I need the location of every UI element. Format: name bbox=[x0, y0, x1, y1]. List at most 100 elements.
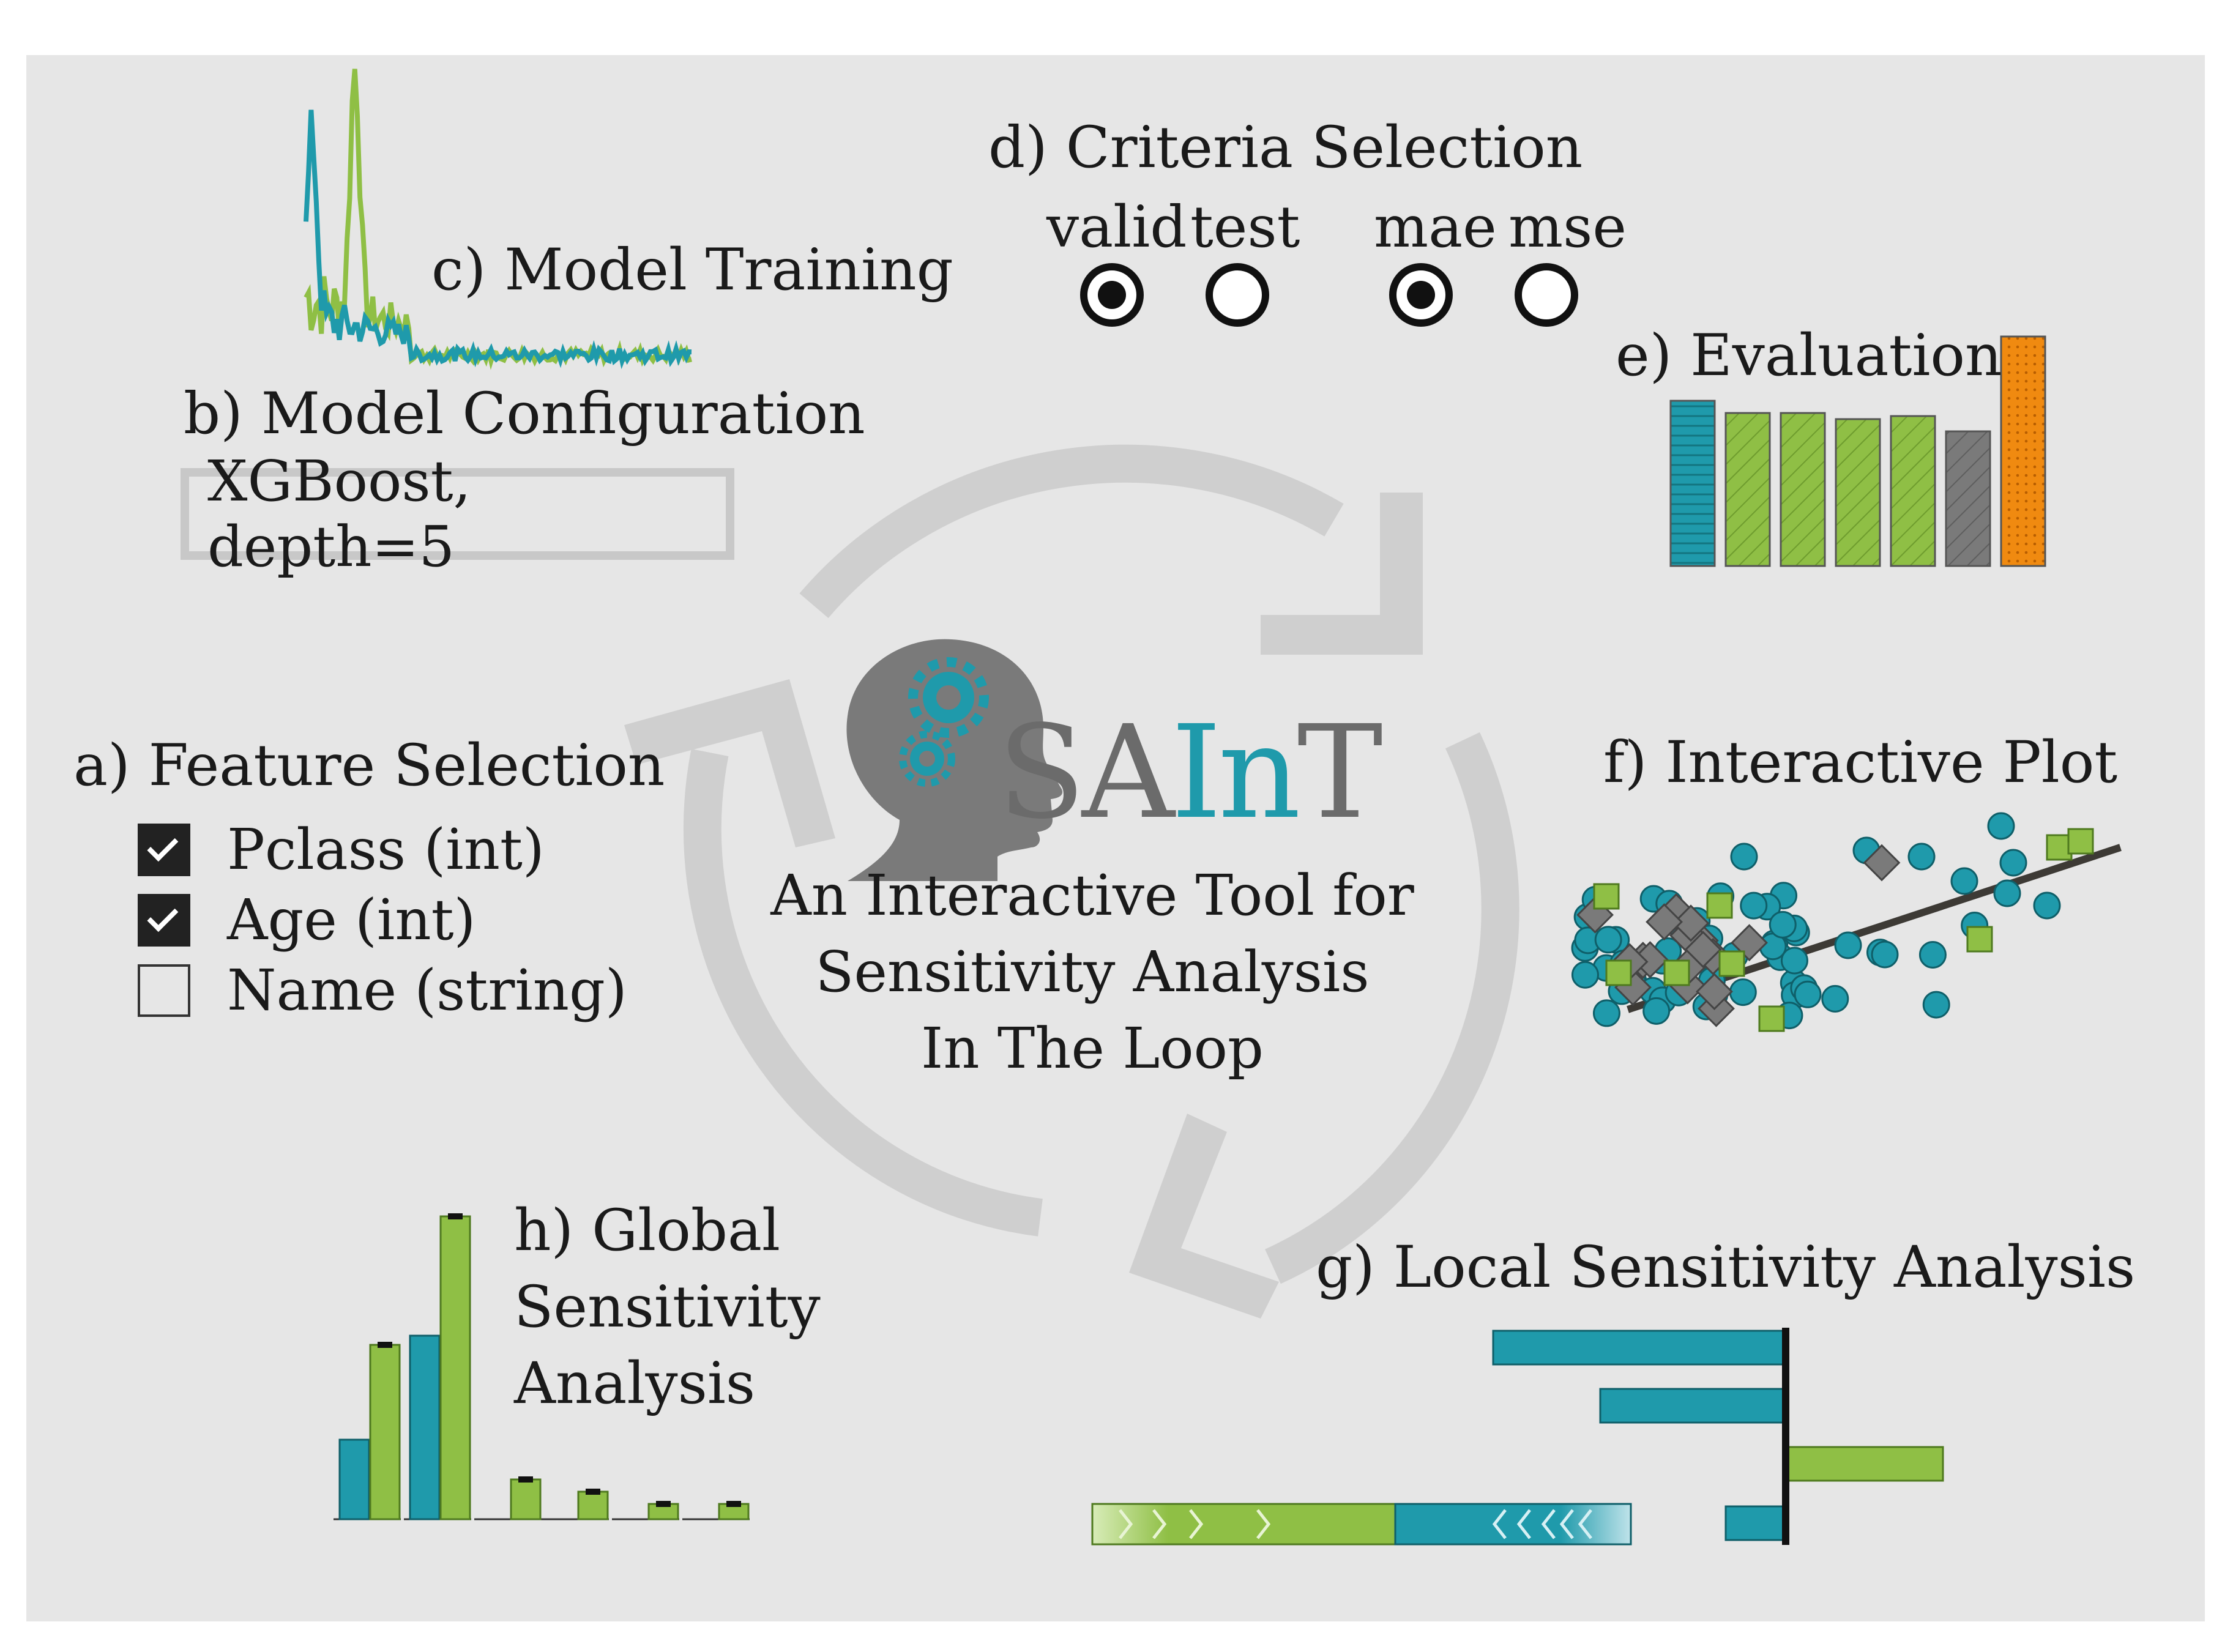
global-bar-green bbox=[369, 1344, 401, 1520]
feature-row-name[interactable]: Name (string) bbox=[138, 958, 627, 1023]
checkbox-age[interactable] bbox=[138, 893, 190, 947]
label-interactive-plot: f) Interactive Plot bbox=[1603, 729, 2118, 796]
label-evaluation: e) Evaluation bbox=[1616, 322, 2002, 389]
global-bar-green bbox=[439, 1215, 471, 1520]
slider-green-part bbox=[1091, 1503, 1396, 1546]
slider-chevron bbox=[1578, 1509, 1592, 1539]
label-global-line-2: Sensitivity bbox=[514, 1274, 821, 1341]
label-global-line-3: Analysis bbox=[514, 1350, 756, 1417]
local-sensitivity-chart bbox=[1091, 1328, 1944, 1546]
scatter-point-circle bbox=[1571, 961, 1599, 989]
local-bar bbox=[1492, 1330, 1785, 1366]
scatter-point-circle bbox=[1642, 997, 1671, 1025]
scatter-point-circle bbox=[1730, 843, 1758, 871]
feature-row-age[interactable]: Age (int) bbox=[138, 887, 475, 953]
label-split-valid: valid bbox=[1046, 194, 1187, 261]
checkbox-pclass[interactable] bbox=[138, 823, 190, 876]
scatter-point-square bbox=[1605, 959, 1632, 986]
evaluation-bar bbox=[1669, 400, 1716, 567]
scatter-point-circle bbox=[1794, 980, 1822, 1008]
scatter-point-circle bbox=[1780, 947, 1808, 975]
scatter-point-circle bbox=[1922, 991, 1950, 1019]
scatter-point-circle bbox=[1594, 926, 1622, 954]
head-gears-icon bbox=[846, 639, 1062, 881]
evaluation-bar bbox=[1945, 430, 1991, 567]
global-sensitivity-chart bbox=[334, 1213, 750, 1520]
tagline-line-3: In The Loop bbox=[921, 1016, 1264, 1081]
scatter-point-circle bbox=[1592, 999, 1620, 1027]
radio-test[interactable] bbox=[1206, 263, 1269, 327]
slider-chevron bbox=[1152, 1509, 1167, 1539]
tagline-line-2: Sensitivity Analysis bbox=[815, 939, 1370, 1005]
model-config-value: XGBoost, depth=5 bbox=[207, 448, 471, 579]
label-metric-mse: mse bbox=[1508, 194, 1627, 261]
scatter-point-circle bbox=[1907, 843, 1936, 871]
scatter-point-circle bbox=[1950, 867, 1978, 895]
scatter-point-circle bbox=[1871, 940, 1899, 969]
checkbox-name[interactable] bbox=[138, 964, 190, 1017]
scatter-point-circle bbox=[1993, 879, 2021, 907]
label-metric-mae: mae bbox=[1374, 194, 1497, 261]
scatter-point-diamond bbox=[1684, 931, 1722, 969]
interactive-scatter-plot bbox=[1571, 812, 2122, 1032]
evaluation-bar bbox=[1780, 412, 1826, 567]
local-bar bbox=[1724, 1505, 1785, 1541]
scatter-point-diamond bbox=[1646, 903, 1683, 941]
slider-chevron bbox=[1559, 1509, 1574, 1539]
training-loss-lines bbox=[304, 69, 692, 370]
label-model-training: c) Model Training bbox=[431, 237, 953, 303]
evaluation-bar bbox=[1835, 418, 1881, 567]
scatter-point-square bbox=[1663, 959, 1690, 986]
slider-teal-part bbox=[1394, 1503, 1632, 1546]
label-feature-selection: a) Feature Selection bbox=[73, 732, 665, 799]
scatter-point-circle bbox=[1918, 940, 1947, 969]
evaluation-bar bbox=[1890, 415, 1936, 567]
feature-row-pclass[interactable]: Pclass (int) bbox=[138, 817, 545, 882]
radio-mse[interactable] bbox=[1515, 263, 1578, 327]
scatter-point-square bbox=[1718, 950, 1745, 977]
global-bar-teal bbox=[338, 1438, 370, 1520]
local-bar bbox=[1786, 1446, 1944, 1482]
scatter-point-circle bbox=[1740, 891, 1768, 920]
slider-chevron bbox=[1492, 1509, 1507, 1539]
scatter-point-circle bbox=[1834, 931, 1862, 959]
scatter-point-square bbox=[1593, 883, 1620, 910]
evaluation-bar bbox=[2000, 335, 2046, 567]
global-bar-green bbox=[510, 1478, 542, 1520]
slider-chevron bbox=[1189, 1509, 1204, 1539]
slider-chevron bbox=[1541, 1509, 1556, 1539]
evaluation-bar-chart bbox=[1669, 335, 2046, 567]
slider-chevron bbox=[1256, 1509, 1271, 1539]
scatter-point-square bbox=[1706, 892, 1733, 919]
radio-mae[interactable] bbox=[1389, 263, 1453, 327]
global-bar-teal bbox=[409, 1334, 441, 1520]
feature-label-pclass: Pclass (int) bbox=[227, 817, 545, 882]
scatter-point-diamond bbox=[1696, 973, 1733, 1011]
scatter-point-square bbox=[2046, 834, 2073, 861]
scatter-point-square bbox=[1966, 926, 1993, 953]
radio-valid[interactable] bbox=[1080, 263, 1144, 327]
scatter-point-square bbox=[1758, 1005, 1785, 1032]
cycle-arrows-icon bbox=[683, 444, 1519, 1284]
model-config-box[interactable]: XGBoost, depth=5 bbox=[181, 448, 734, 579]
label-local-sensitivity: g) Local Sensitivity Analysis bbox=[1316, 1234, 2136, 1301]
scatter-point-diamond bbox=[1672, 904, 1710, 942]
evaluation-bar bbox=[1724, 412, 1771, 567]
label-global-line-1: h) Global bbox=[514, 1197, 781, 1264]
scatter-point-circle bbox=[1999, 849, 2027, 877]
feature-label-name: Name (string) bbox=[227, 958, 627, 1023]
scatter-point-circle bbox=[1729, 978, 1757, 1006]
scatter-point-diamond bbox=[1863, 844, 1901, 882]
scatter-point-circle bbox=[2033, 891, 2061, 920]
logo-text: SAInT bbox=[997, 698, 1382, 847]
tagline-line-1: An Interactive Tool for bbox=[770, 863, 1414, 928]
slider-chevron bbox=[1516, 1509, 1531, 1539]
slider-chevron bbox=[1119, 1509, 1133, 1539]
local-bar bbox=[1599, 1388, 1785, 1424]
cycle-arrowheads bbox=[624, 493, 1423, 1319]
scatter-point-circle bbox=[1987, 812, 2015, 840]
label-criteria-selection: d) Criteria Selection bbox=[988, 114, 1583, 181]
scatter-point-square bbox=[2067, 828, 2094, 855]
label-model-configuration: b) Model Configuration bbox=[184, 381, 865, 447]
